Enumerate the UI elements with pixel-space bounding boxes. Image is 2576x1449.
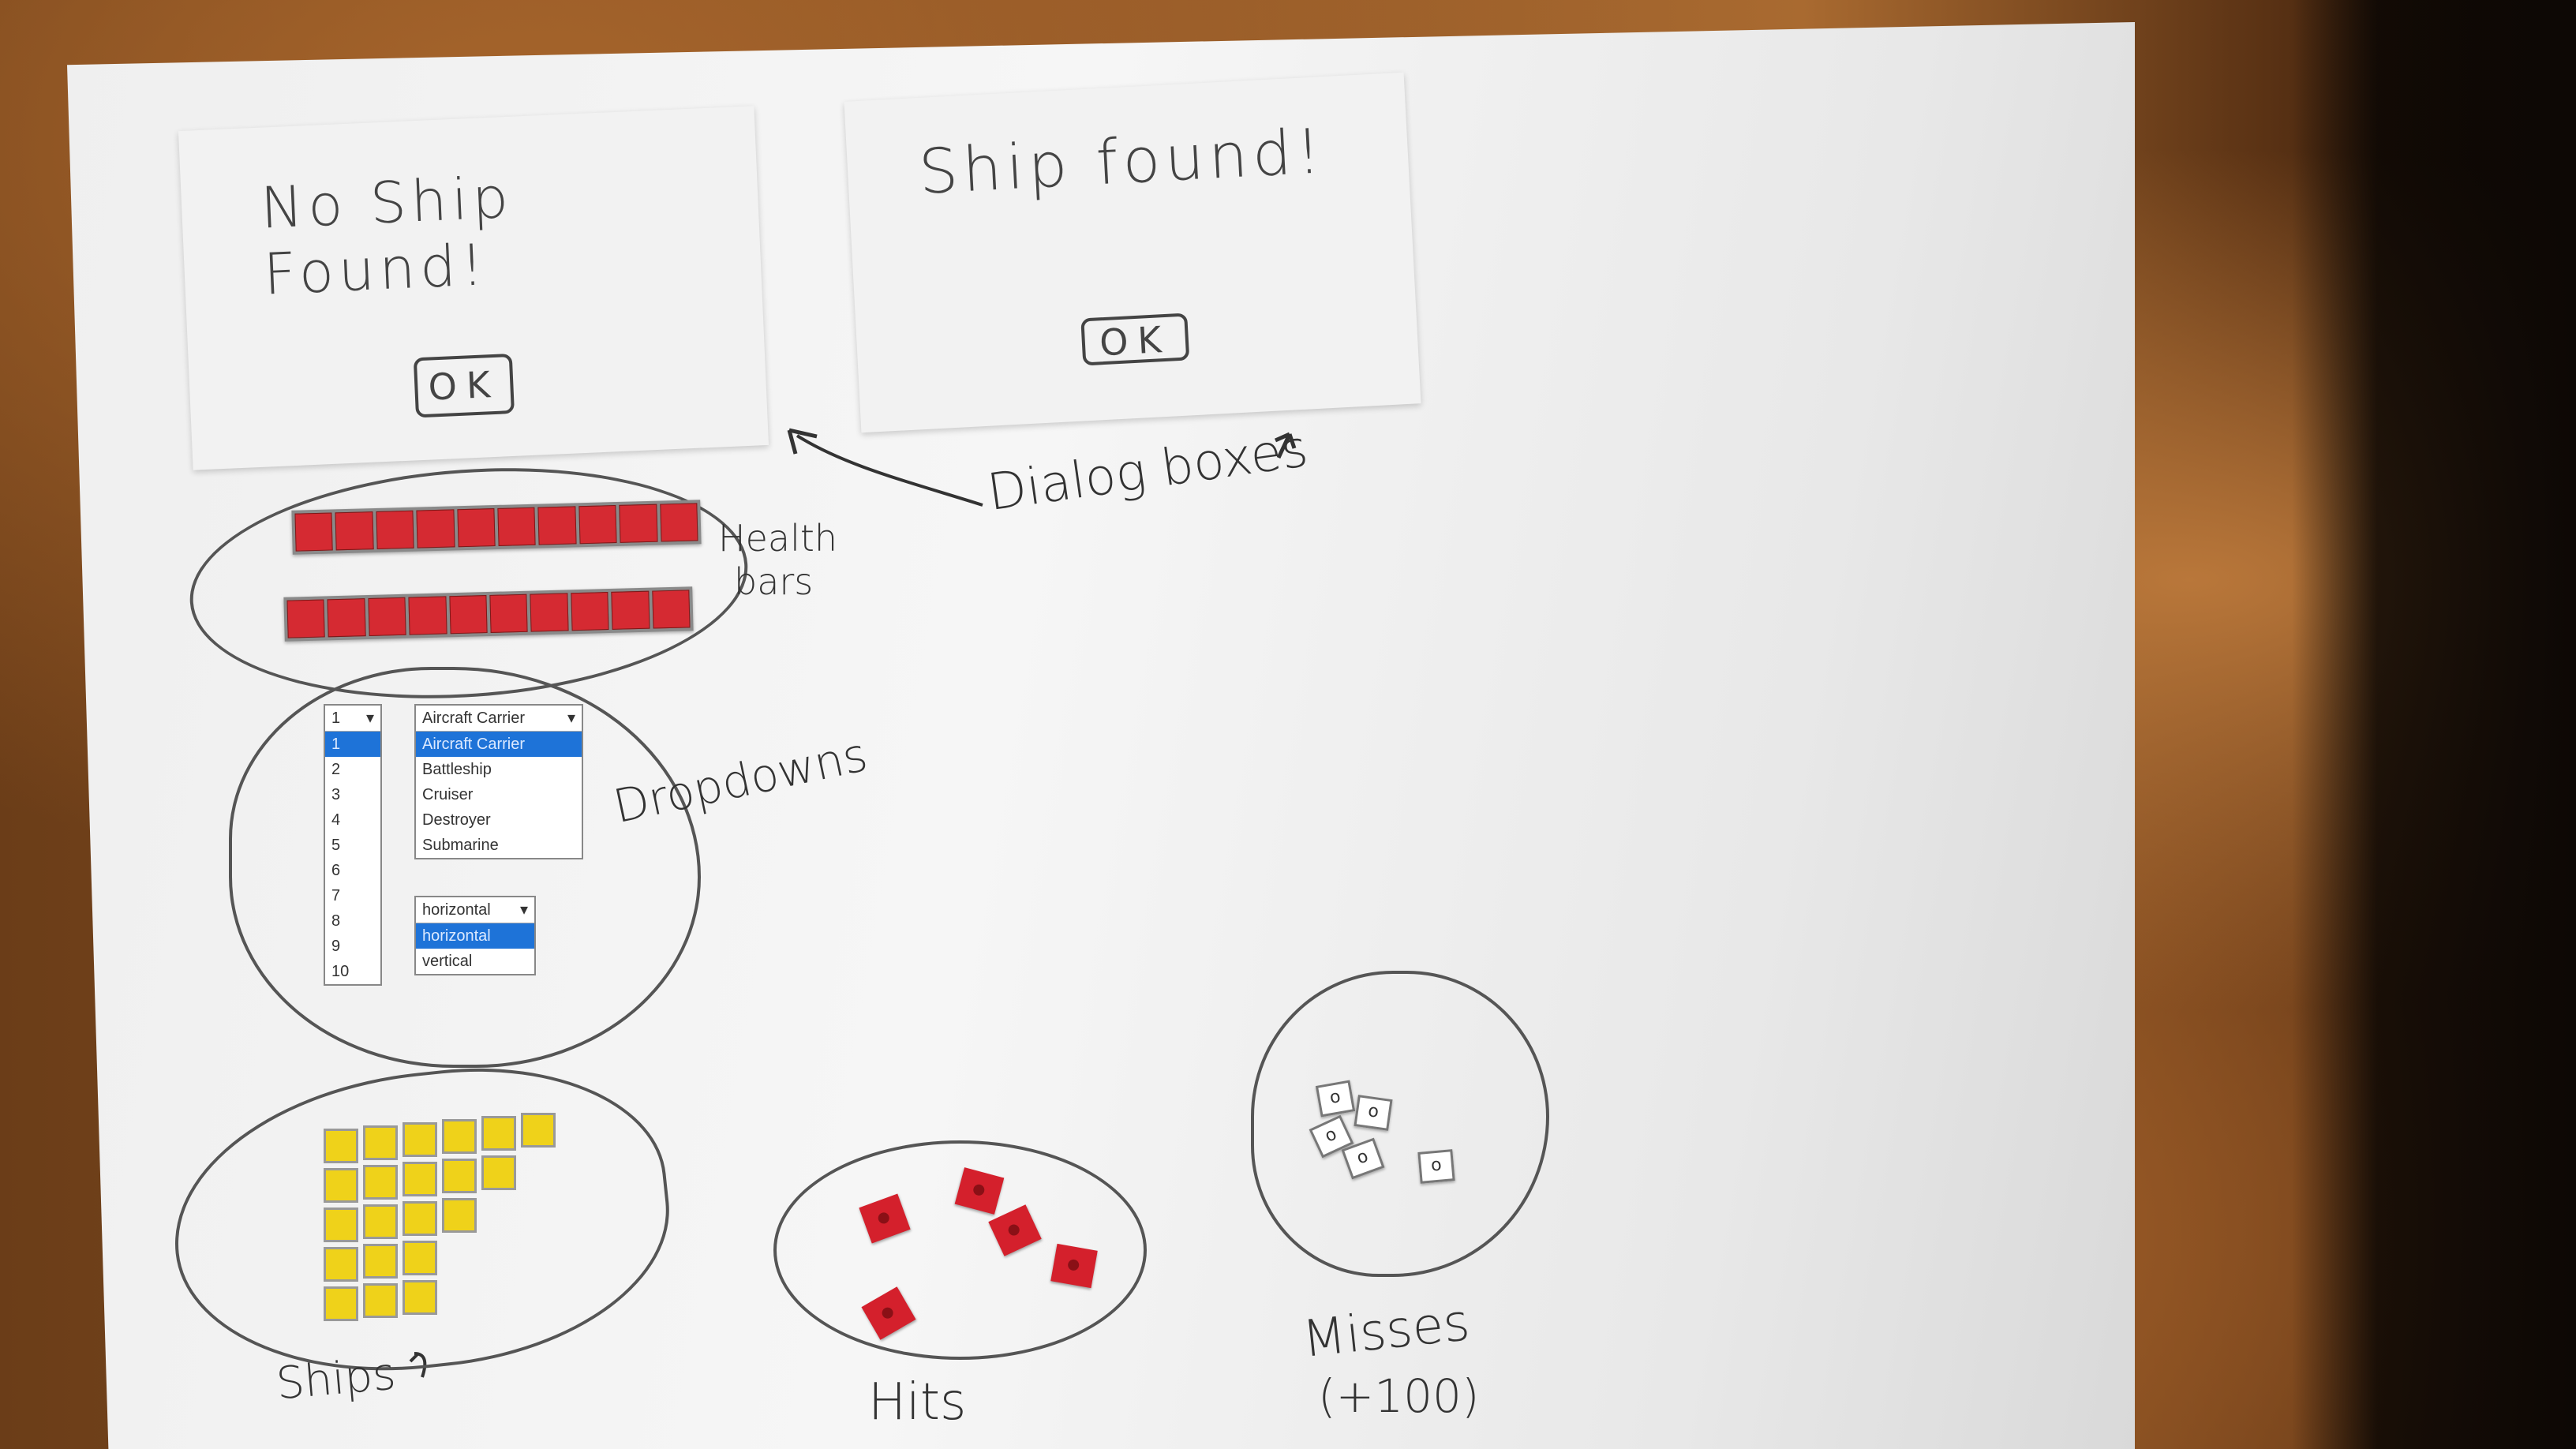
ship-cell[interactable] — [402, 1241, 437, 1275]
ship-cell[interactable] — [402, 1122, 437, 1157]
orientation-dropdown-selected[interactable]: horizontal — [416, 897, 534, 923]
orientation-option[interactable]: vertical — [422, 953, 473, 970]
ship-cell[interactable] — [363, 1283, 398, 1318]
ship-cell[interactable] — [442, 1119, 477, 1154]
dark-shadow-edge — [2292, 0, 2576, 1449]
ship-cell[interactable] — [363, 1204, 398, 1239]
health-segment — [408, 596, 447, 635]
health-segment — [327, 598, 366, 638]
health-segment — [335, 511, 374, 551]
health-segment — [537, 506, 577, 545]
ship-cell[interactable] — [402, 1201, 437, 1236]
health-segment — [530, 593, 569, 632]
dialog-ship-found: Ship found! OK — [844, 72, 1421, 433]
ship-cell[interactable] — [442, 1198, 477, 1233]
misses-outline — [1251, 971, 1549, 1277]
number-option[interactable]: 8 — [331, 912, 341, 930]
label-health: Health — [718, 517, 838, 560]
hits-outline — [773, 1140, 1147, 1360]
ship-type-option[interactable]: Battleship — [422, 761, 492, 778]
health-segment — [449, 595, 488, 635]
ship-cell[interactable] — [363, 1244, 398, 1279]
orientation-dropdown[interactable]: horizontal horizontal vertical — [414, 896, 536, 975]
health-segment — [578, 505, 617, 545]
number-option[interactable]: 10 — [331, 963, 350, 980]
number-option[interactable]: 6 — [331, 862, 341, 879]
health-segment — [659, 503, 698, 542]
health-segment — [286, 599, 326, 638]
health-segment — [651, 590, 691, 629]
number-option[interactable]: 3 — [331, 786, 341, 803]
dropdowns-outline — [229, 667, 701, 1068]
health-segment — [416, 509, 455, 549]
number-dropdown[interactable]: 1 1 2 3 4 5 6 7 8 9 10 — [324, 704, 382, 986]
ship-cell[interactable] — [481, 1155, 516, 1190]
ship-cell[interactable] — [324, 1247, 358, 1282]
ship-cell[interactable] — [481, 1116, 516, 1151]
hit-marker — [1050, 1243, 1098, 1289]
miss-marker: o — [1354, 1095, 1393, 1131]
ship-type-dropdown[interactable]: Aircraft Carrier Aircraft Carrier Battle… — [414, 704, 583, 859]
number-option[interactable]: 5 — [331, 837, 341, 854]
ship-cell[interactable] — [402, 1162, 437, 1196]
health-segment — [619, 504, 658, 543]
ship-type-dropdown-selected[interactable]: Aircraft Carrier — [416, 706, 582, 732]
label-ships: Ships — [274, 1348, 398, 1410]
dialog-no-ship-ok-button[interactable]: OK — [413, 353, 515, 418]
ship-cell[interactable] — [521, 1113, 556, 1148]
ship-type-option[interactable]: Destroyer — [422, 811, 491, 829]
ship-cell[interactable] — [363, 1165, 398, 1200]
number-option[interactable]: 1 — [325, 732, 380, 757]
label-bars: bars — [734, 560, 814, 603]
dialog-no-ship-title: No Ship Found! — [259, 163, 515, 308]
ship-cell[interactable] — [363, 1125, 398, 1160]
health-segment — [294, 512, 334, 552]
number-option[interactable]: 4 — [331, 811, 341, 829]
health-segment — [489, 593, 529, 633]
ship-cell[interactable] — [402, 1280, 437, 1315]
label-misses-note: (+100) — [1318, 1369, 1480, 1423]
ship-type-option[interactable]: Submarine — [422, 837, 499, 854]
dialog-no-ship-found: No Ship Found! OK — [178, 106, 769, 470]
number-option[interactable]: 9 — [331, 938, 341, 955]
label-hits: Hits — [868, 1373, 967, 1432]
number-dropdown-selected[interactable]: 1 — [325, 706, 380, 732]
ship-cell[interactable] — [324, 1129, 358, 1163]
ship-type-option[interactable]: Aircraft Carrier — [416, 732, 582, 757]
ship-cell[interactable] — [324, 1286, 358, 1321]
health-segment — [376, 510, 414, 549]
number-option[interactable]: 2 — [331, 761, 341, 778]
health-segment — [611, 590, 650, 630]
number-option[interactable]: 7 — [331, 887, 341, 904]
health-segment — [571, 592, 609, 631]
miss-marker: o — [1315, 1080, 1356, 1118]
ship-cell[interactable] — [442, 1159, 477, 1193]
ship-cell[interactable] — [324, 1208, 358, 1242]
ship-cell[interactable] — [324, 1168, 358, 1203]
orientation-option[interactable]: horizontal — [416, 923, 534, 949]
dialog-ship-title: Ship found! — [916, 116, 1327, 208]
dialog-ship-ok-button[interactable]: OK — [1080, 313, 1190, 366]
health-segment — [497, 507, 537, 546]
health-segment — [457, 508, 496, 548]
health-segment — [368, 597, 406, 636]
miss-marker: o — [1417, 1149, 1455, 1184]
ship-type-option[interactable]: Cruiser — [422, 786, 474, 803]
